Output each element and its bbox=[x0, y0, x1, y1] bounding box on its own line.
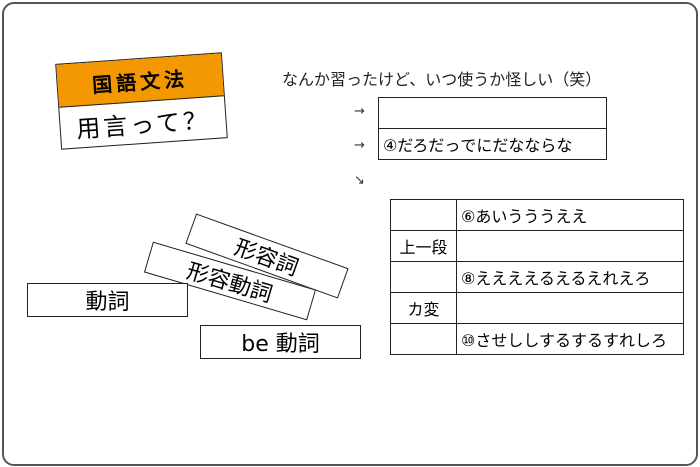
arrow-icon: → bbox=[354, 138, 365, 153]
table-cell bbox=[378, 97, 607, 129]
table-upper: ④だろだっでにだなならな bbox=[378, 97, 607, 160]
table-cell: ⑥あいうううええ bbox=[456, 199, 684, 231]
tile-be-verb: be 動詞 bbox=[200, 325, 361, 359]
table-cell bbox=[390, 199, 457, 231]
note-text: なんか習ったけど、いつ使うか怪しい（笑） bbox=[282, 70, 602, 89]
title-card: 国語文法 用言って？ bbox=[55, 52, 228, 150]
table-lower: ⑥あいうううええ 上一段 ⑧ええええるえるえれえろ カ変 ⑩させししするするすれ… bbox=[390, 199, 684, 355]
table-cell bbox=[456, 230, 684, 262]
arrow-diagonal-icon: ↘ bbox=[354, 173, 365, 188]
tile-verb: 動詞 bbox=[27, 283, 188, 317]
table-cell bbox=[456, 292, 684, 324]
table-cell: ⑩させししするするすれしろ bbox=[456, 323, 684, 355]
table-cell: ⑧ええええるえるえれえろ bbox=[456, 261, 684, 293]
table-cell bbox=[390, 323, 457, 355]
arrow-icon: → bbox=[354, 104, 365, 119]
table-cell: 上一段 bbox=[390, 230, 457, 262]
table-cell: ④だろだっでにだなならな bbox=[378, 128, 607, 160]
table-cell bbox=[390, 261, 457, 293]
table-cell: カ変 bbox=[390, 292, 457, 324]
